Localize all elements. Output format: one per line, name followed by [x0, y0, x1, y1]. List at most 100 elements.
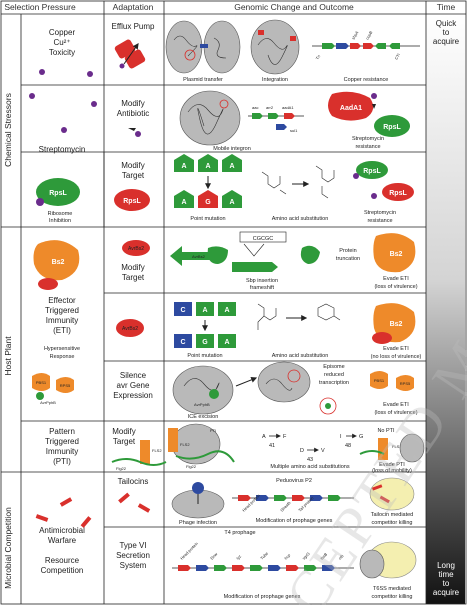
- streptomycin-molecule: [36, 198, 44, 206]
- efflux-label: Efflux Pump: [112, 22, 156, 31]
- caption-strep-res2-2: resistance: [367, 218, 392, 224]
- base-a: A: [202, 307, 207, 314]
- silence-label-3: Expression: [113, 391, 153, 400]
- gene-arrow: [389, 43, 400, 49]
- copper-ion: [87, 71, 93, 77]
- protein-bs2: Bs2: [390, 321, 403, 328]
- protein-rps5: RPS5: [60, 383, 71, 388]
- protein-avrbs2: AvrBs2: [122, 326, 138, 332]
- integration-site: [290, 36, 296, 41]
- pti-modify-label-2: Target: [113, 437, 136, 446]
- ribosome-label-1: Ribosome: [48, 211, 73, 217]
- ribosome-label-2: Inhibition: [49, 218, 71, 224]
- time-quick-3: acquire: [433, 37, 460, 46]
- copper-ion: [120, 64, 125, 69]
- fls2-receptor: [140, 440, 150, 464]
- tailocin-particle: [36, 514, 49, 522]
- protein-avrpphb: AvrPphB: [40, 400, 56, 405]
- streptomycin-molecule: [91, 101, 97, 107]
- host-modify-label-1: Modify: [121, 263, 145, 272]
- base-c: C: [180, 339, 185, 346]
- sub-i: I: [340, 434, 342, 440]
- gene-arrow: [322, 43, 335, 49]
- caption-strep-res-1: Streptomycin: [352, 136, 384, 142]
- bacterial-cell: [258, 362, 310, 402]
- host-point-mutation-top: C A A: [174, 302, 236, 316]
- gene-tag-lyz: lyz: [235, 554, 242, 561]
- caption-evade-nl-2: (no loss of virulence): [371, 354, 422, 360]
- streptomycin-label: Streptomycin: [39, 145, 86, 154]
- gene-tag-tn: Tn: [315, 54, 322, 61]
- eti-label-3: Immunity: [46, 316, 78, 325]
- section-labels: Chemical Stressors Host Plant Microbial …: [3, 93, 13, 589]
- gene-arrow: [363, 43, 374, 49]
- caption-sbp-2: frameshift: [250, 285, 275, 291]
- modify-target-label-1: Modify: [121, 161, 145, 170]
- gene-arrow: [250, 565, 263, 571]
- row-strep-target: Streptomycin RpsL Ribosome Inhibition Mo…: [36, 145, 414, 224]
- caption-evade-eti-1: Evade ETI: [383, 276, 409, 282]
- protein-rpsl: RpsL: [363, 168, 381, 175]
- gene-tag-sheath: Sheath: [279, 500, 292, 513]
- gene-arrow: [178, 565, 191, 571]
- copper-label-3: Toxicity: [49, 48, 75, 57]
- protein-flg22: Flg22: [186, 464, 197, 469]
- caption-aa-substitution-2: Amino acid substitution: [272, 353, 329, 359]
- t6ss-label-2: Secretion: [116, 551, 150, 560]
- tailocin-particle: [138, 503, 150, 512]
- caption-episome-1: Episome: [323, 364, 344, 370]
- caption-evade-eti-2: (loss of virulence): [374, 284, 417, 290]
- insertion-seq: CGCGC: [253, 236, 274, 242]
- sub-41: 41: [269, 443, 275, 449]
- res-label-1: Resource: [45, 556, 80, 565]
- header-row: Selection Pressure Adaptation Genomic Ch…: [4, 2, 455, 12]
- protein-rpsl: RpsL: [389, 190, 407, 197]
- streptomycin-molecule: [371, 193, 377, 199]
- avrbs2-effector: [38, 278, 58, 290]
- gene-tag-avrbs2: AvrBs2: [192, 254, 206, 259]
- gene-arrow: [276, 124, 287, 130]
- caption-strep-res2-1: Streptomycin: [364, 210, 396, 216]
- time-long-1: Long: [437, 561, 455, 570]
- protein-avrbs2: AvrBs2: [128, 246, 144, 252]
- tailocin-particle: [60, 497, 72, 506]
- bacterial-cell: [251, 20, 299, 74]
- time-long-3: to: [443, 579, 450, 588]
- header-time: Time: [437, 2, 456, 12]
- base-a: A: [229, 163, 234, 170]
- time-long-2: time: [438, 570, 454, 579]
- gene-tag-sul: sul1: [290, 128, 298, 133]
- protein-avrpphb: AvrPphB: [194, 402, 210, 407]
- tailocin-particle: [81, 516, 92, 528]
- pti-label-2: Triggered: [45, 437, 79, 446]
- gene-arrow: [274, 495, 287, 501]
- protein-fls2: FLS2: [180, 442, 190, 447]
- amino-acid-structures: [262, 166, 334, 198]
- header-adaptation: Adaptation: [113, 2, 154, 12]
- gene-arrow: [350, 43, 361, 49]
- caption-episome-3: transcription: [319, 380, 349, 386]
- gene-arrow: [284, 113, 295, 119]
- pti-label-3: Immunity: [46, 447, 78, 456]
- streptomycin-molecule: [135, 131, 141, 137]
- gene-arrow: [268, 565, 281, 571]
- gene-tag-cti: CTI: [394, 52, 402, 60]
- caption-integration: Integration: [262, 77, 288, 83]
- sub-a: A: [262, 434, 266, 440]
- phage-head: [192, 482, 204, 494]
- point-mutation-bottom: A G A: [174, 190, 242, 208]
- eti-label-2: Triggered: [45, 306, 79, 315]
- base-g: G: [202, 339, 208, 346]
- modify-target-label-2: Target: [122, 171, 145, 180]
- gene-arrow: [232, 262, 278, 272]
- pti-modify-label-1: Modify: [112, 427, 136, 436]
- bacterial-cell: [180, 91, 240, 145]
- gene-tag-dnaw: Dnw: [209, 551, 218, 560]
- insertion-bracket: [244, 244, 264, 256]
- copper-label-2: Cu²⁺: [53, 38, 70, 47]
- base-g: G: [205, 199, 211, 206]
- anti-label-2: Warfare: [48, 536, 77, 545]
- pilus-shape: [200, 44, 208, 48]
- base-a: A: [205, 163, 210, 170]
- sub-v: V: [321, 448, 325, 454]
